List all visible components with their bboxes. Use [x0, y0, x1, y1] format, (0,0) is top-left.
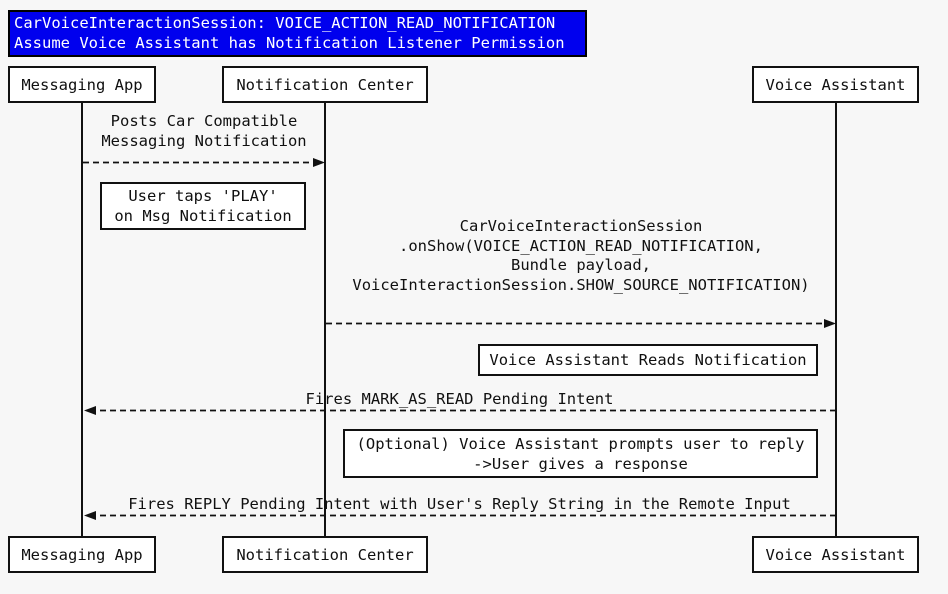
note-optional-prompt: (Optional) Voice Assistant prompts user …	[343, 429, 818, 478]
message-line: Fires REPLY Pending Intent with User's R…	[128, 495, 791, 513]
participant-voice-assistant-top: Voice Assistant	[752, 66, 919, 103]
participant-messaging-app-top: Messaging App	[8, 66, 156, 103]
arrowhead-right-icon	[313, 158, 325, 167]
arrowhead-left-icon	[84, 406, 96, 415]
participant-label: Voice Assistant	[765, 545, 906, 564]
message-label-reply: Fires REPLY Pending Intent with User's R…	[83, 495, 836, 515]
note-line: ->User gives a response	[473, 454, 688, 473]
diagram-title-line2: Assume Voice Assistant has Notification …	[14, 33, 565, 52]
message-line: Bundle payload,	[511, 256, 651, 274]
diagram-title-line1: CarVoiceInteractionSession: VOICE_ACTION…	[14, 14, 556, 32]
participant-label: Notification Center	[236, 75, 414, 94]
participant-notification-center-bottom: Notification Center	[222, 536, 428, 573]
participant-label: Voice Assistant	[765, 75, 906, 94]
message-label-posts-notification: Posts Car Compatible Messaging Notificat…	[83, 112, 325, 151]
message-line: .onShow(VOICE_ACTION_READ_NOTIFICATION,	[399, 236, 763, 255]
diagram-title: CarVoiceInteractionSession: VOICE_ACTION…	[8, 10, 587, 57]
message-line: Messaging Notification	[101, 131, 307, 150]
message-line: Fires MARK_AS_READ Pending Intent	[305, 390, 614, 408]
message-line: Posts Car Compatible	[110, 112, 298, 130]
note-line: (Optional) Voice Assistant prompts user …	[356, 434, 805, 453]
note-voice-assistant-reads: Voice Assistant Reads Notification	[478, 344, 818, 376]
arrowhead-right-icon	[824, 319, 836, 328]
message-line: VoiceInteractionSession.SHOW_SOURCE_NOTI…	[352, 275, 810, 294]
participant-messaging-app-bottom: Messaging App	[8, 536, 156, 573]
note-line: User taps 'PLAY'	[128, 187, 278, 205]
message-label-onshow: CarVoiceInteractionSession .onShow(VOICE…	[325, 217, 837, 295]
note-line: on Msg Notification	[114, 207, 292, 225]
participant-voice-assistant-bottom: Voice Assistant	[752, 536, 919, 573]
participant-label: Messaging App	[21, 75, 143, 94]
arrowhead-left-icon	[84, 511, 96, 520]
participant-label: Notification Center	[236, 545, 414, 564]
note-line: Voice Assistant Reads Notification	[489, 351, 807, 369]
note-user-taps-play: User taps 'PLAY' on Msg Notification	[100, 182, 306, 230]
message-line: CarVoiceInteractionSession	[459, 217, 703, 235]
message-label-mark-as-read: Fires MARK_AS_READ Pending Intent	[83, 390, 836, 410]
participant-label: Messaging App	[21, 545, 143, 564]
participant-notification-center-top: Notification Center	[222, 66, 428, 103]
